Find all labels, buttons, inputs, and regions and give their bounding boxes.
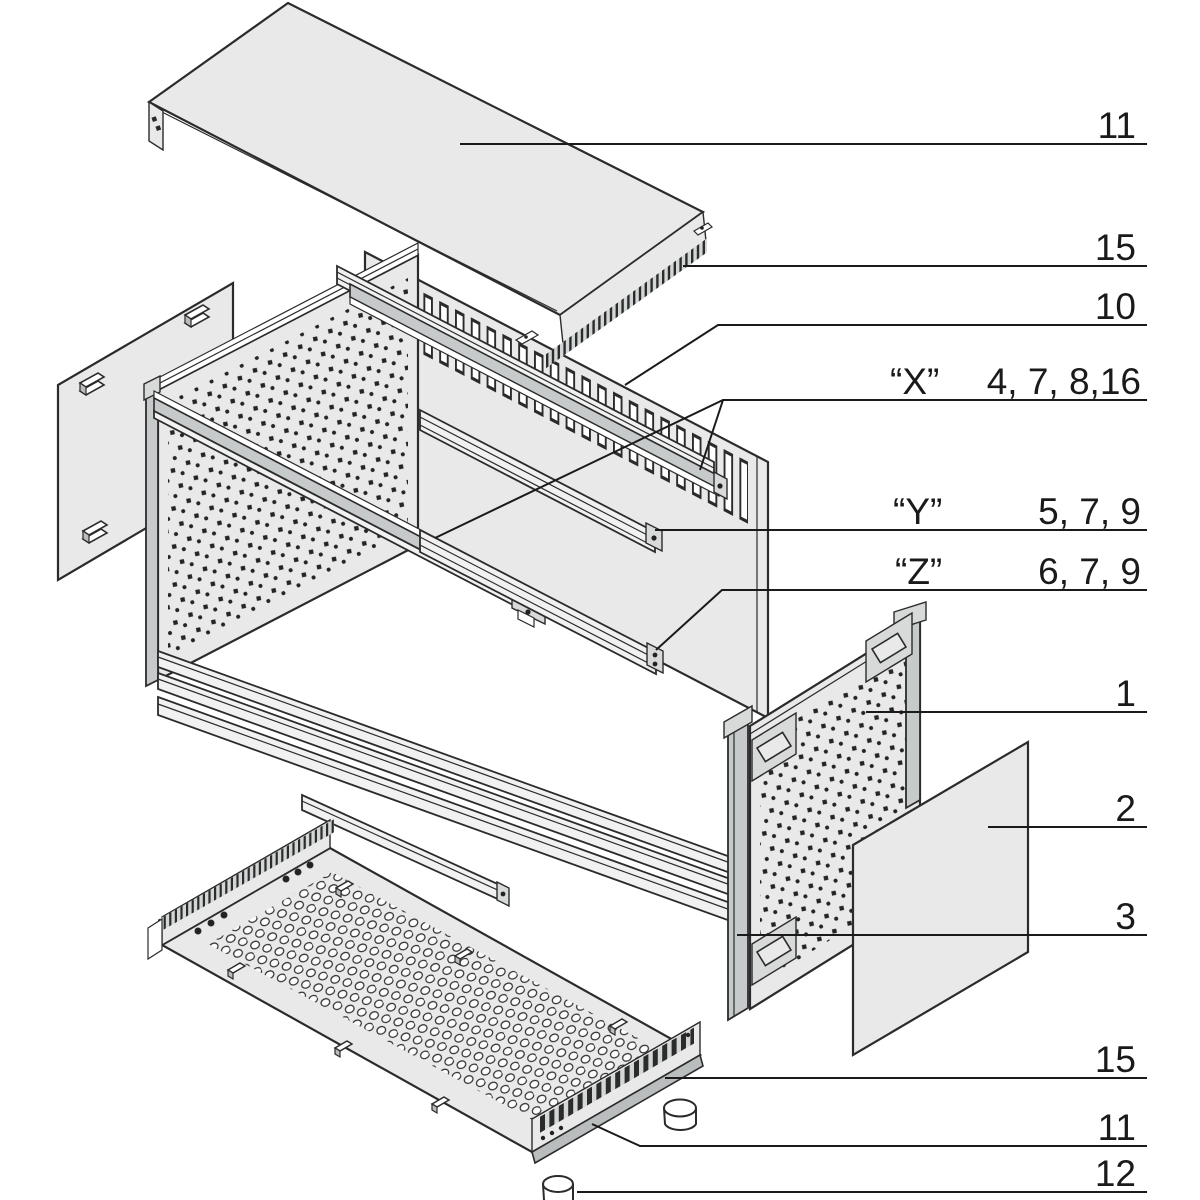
callout-foot: 12 [577, 1153, 1147, 1194]
threaded-strip-rear-bottom [147, 818, 334, 961]
callout-rail-y: “Y” 5, 7, 9 [655, 491, 1147, 532]
rail-y [419, 408, 663, 554]
callout-label: 6, 7, 9 [1038, 551, 1141, 592]
callout-axis: “Y” [893, 491, 942, 532]
threaded-strip-front-bottom [531, 1020, 704, 1165]
callouts: 11 15 10 “X” 4, 7, 8,16 “Y” 5, 7, 9 “Z” … [434, 105, 1147, 1194]
top-cover [146, 1, 713, 369]
callout-threaded-strip-bottom: 15 [665, 1039, 1147, 1080]
corner-bracket [751, 711, 797, 783]
callout-threaded-strip-top: 15 [683, 227, 1147, 268]
callout-label: 15 [1095, 227, 1136, 268]
callout-front-profile: 3 [737, 896, 1147, 937]
callout-label: 15 [1095, 1039, 1136, 1080]
callout-axis: “X” [890, 361, 939, 402]
callout-axis: “Z” [895, 551, 942, 592]
callout-label: 1 [1115, 673, 1136, 714]
callout-side-plate: 1 [866, 673, 1147, 714]
callout-rear-panel: 10 [624, 286, 1147, 386]
callout-label: 2 [1115, 788, 1136, 829]
front-bottom-rails [157, 649, 745, 928]
callout-label: 11 [1098, 105, 1136, 146]
callout-bottom-cover: 11 [591, 1107, 1147, 1148]
right-side-cover-sheet [851, 740, 1030, 1057]
left-front-profile [145, 388, 159, 688]
corner-bracket [865, 611, 913, 684]
callout-top-cover: 11 [460, 105, 1147, 146]
callout-label: 12 [1095, 1153, 1136, 1194]
rubber-foot [663, 1098, 697, 1131]
right-side-assembly [723, 601, 1030, 1057]
callout-label: 5, 7, 9 [1038, 491, 1141, 532]
rail-z [419, 528, 664, 676]
callout-label: 4, 7, 8,16 [987, 361, 1141, 402]
callout-label: 10 [1095, 286, 1136, 327]
front-profile-right [723, 704, 753, 1022]
callout-label: 11 [1098, 1107, 1136, 1148]
callout-rail-z: “Z” 6, 7, 9 [655, 551, 1147, 651]
callout-rail-x: “X” 4, 7, 8,16 [434, 361, 1147, 539]
threaded-strip-top [514, 222, 713, 369]
callout-label: 3 [1115, 896, 1136, 937]
top-cover-flange [148, 100, 164, 152]
callout-side-cover-sheet: 2 [988, 788, 1147, 829]
loose-rail [301, 793, 510, 908]
rubber-foot [542, 1175, 574, 1200]
bottom-cover [147, 818, 704, 1165]
